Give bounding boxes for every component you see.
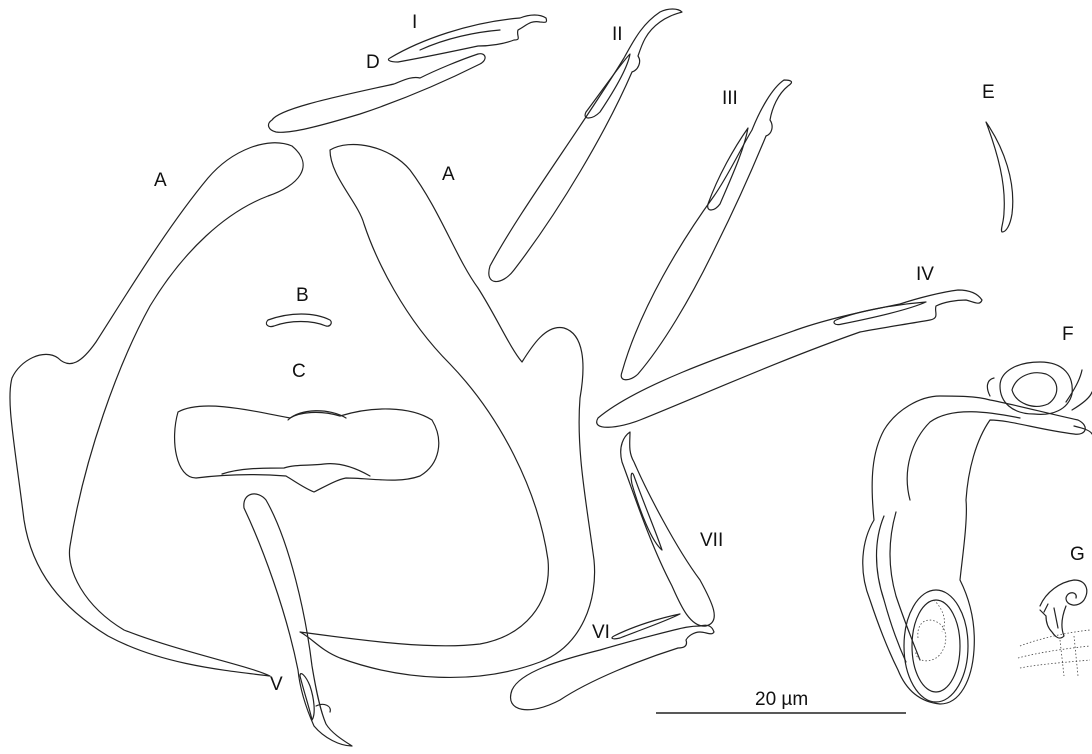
copulatory-organ-f [863, 362, 1092, 704]
hook-5-filament [300, 674, 314, 720]
label-a-left: A [154, 170, 167, 191]
label-e: E [982, 82, 995, 103]
label-b: B [296, 285, 309, 306]
label-a-right: A [442, 164, 455, 185]
label-g: G [1070, 544, 1085, 565]
hook-6-filament [612, 614, 680, 639]
hook-1-filament [420, 30, 500, 50]
vagina-g [1018, 580, 1090, 676]
hook-4-filament [834, 302, 926, 325]
anchor-a-right [300, 144, 595, 677]
label-d: D [366, 52, 380, 73]
bar-c [175, 406, 439, 492]
scale-bar-label: 20 µm [755, 689, 808, 710]
label-hook-3: III [722, 88, 738, 109]
label-hook-5: V [270, 674, 283, 695]
hook-5-thumb [316, 704, 330, 712]
label-c: C [292, 361, 306, 382]
hook-3 [621, 80, 791, 380]
hook-2 [489, 9, 682, 282]
label-hook-7: VII [700, 530, 723, 551]
bar-b [266, 314, 331, 327]
hook-4 [597, 290, 982, 427]
sclerite-e [986, 122, 1013, 232]
anchor-a-left [10, 143, 303, 676]
label-hook-1: I [412, 12, 417, 33]
label-hook-2: II [612, 24, 623, 45]
hook-3-filament [708, 128, 748, 210]
label-hook-4: IV [916, 264, 934, 285]
label-hook-6: VI [592, 622, 610, 643]
label-f: F [1062, 324, 1074, 345]
hook-5 [244, 494, 352, 746]
hook-7-filament [631, 473, 662, 550]
